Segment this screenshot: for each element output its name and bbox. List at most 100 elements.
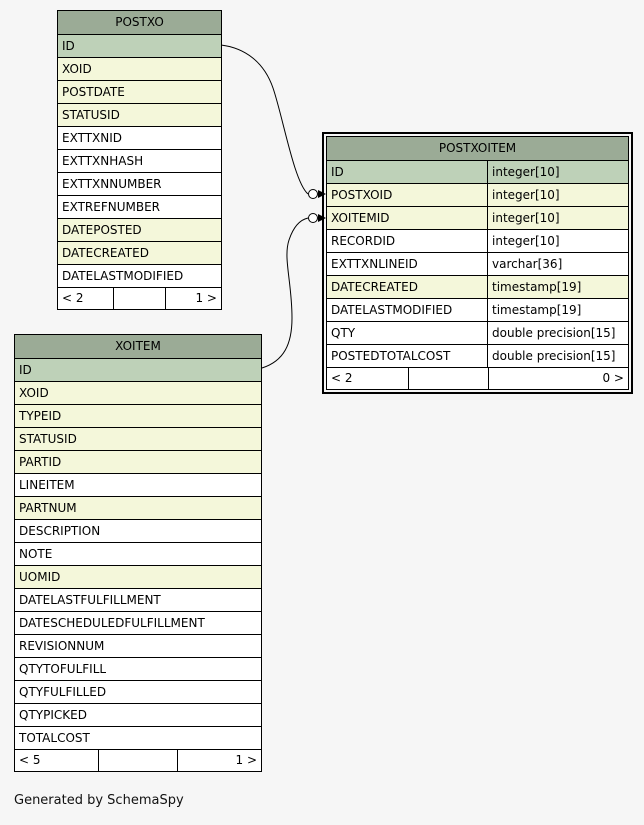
column-row-qtypicked: QTYPICKED (15, 704, 261, 727)
column-row-xoid: XOID (15, 382, 261, 405)
column-name: ID (19, 363, 32, 377)
column-row-xoid: XOID (58, 58, 221, 81)
column-name: DATESCHEDULEDFULFILLMENT (19, 616, 205, 630)
table-title-postxo[interactable]: POSTXO (58, 11, 221, 35)
table-footer-postxoitem: < 2 0 > (327, 368, 628, 389)
table-columns-xoitem: ID XOID TYPEID STATUSID PARTID LINEITEM PARTNU… (15, 359, 261, 750)
column-type: integer[10] (487, 207, 628, 229)
column-name: PARTNUM (19, 501, 77, 515)
column-name: EXTTXNID (62, 131, 123, 145)
column-type: timestamp[19] (487, 276, 628, 298)
footer-parent-count: < 2 (327, 368, 409, 389)
footer-child-count: 1 > (235, 753, 258, 767)
generated-by-note: Generated by SchemaSpy (14, 793, 184, 808)
column-name: DATECREATED (62, 246, 149, 260)
table-postxo[interactable]: POSTXO ID XOID POSTDATE STATUSID EXTTXNID EXT… (57, 10, 222, 310)
column-name: QTYTOFULFILL (19, 662, 107, 676)
column-name: ID (331, 165, 344, 179)
column-name: NOTE (19, 547, 53, 561)
table-title-xoitem[interactable]: XOITEM (15, 335, 261, 359)
column-row-totalcost: TOTALCOST (15, 727, 261, 750)
column-type: double precision[15] (487, 322, 628, 344)
column-row-datelastmodified: DATELASTMODIFIED (58, 265, 221, 288)
column-type: integer[10] (487, 184, 628, 206)
column-row-extrefnumber: EXTREFNUMBER (58, 196, 221, 219)
column-name: STATUSID (62, 108, 120, 122)
edge-circle-glyph (308, 189, 318, 199)
column-name: EXTTXNNUMBER (62, 177, 162, 191)
footer-child-count: 1 > (195, 291, 217, 305)
column-name: XOID (19, 386, 49, 400)
column-row-datelastfulfillment: DATELASTFULFILLMENT (15, 589, 261, 612)
table-title-postxoitem[interactable]: POSTXOITEM (327, 137, 628, 161)
column-row-statusid: STATUSID (15, 428, 261, 451)
column-name: POSTEDTOTALCOST (331, 349, 451, 363)
column-name: PARTID (19, 455, 62, 469)
column-row-postedtotalcost: POSTEDTOTALCOST double precision[15] (327, 345, 628, 368)
column-row-id: ID (15, 359, 261, 382)
column-row-typeid: TYPEID (15, 405, 261, 428)
column-name: XOITEMID (331, 211, 390, 225)
column-row-exttxnid: EXTTXNID (58, 127, 221, 150)
table-xoitem[interactable]: XOITEM ID XOID TYPEID STATUSID PARTID LINEITE… (14, 334, 262, 772)
column-name: LINEITEM (19, 478, 75, 492)
column-row-postdate: POSTDATE (58, 81, 221, 104)
column-row-partid: PARTID (15, 451, 261, 474)
column-name: RECORDID (331, 234, 396, 248)
column-row-datescheduledfulfillment: DATESCHEDULEDFULFILLMENT (15, 612, 261, 635)
footer-spacer (114, 288, 166, 309)
column-row-datelastmodified: DATELASTMODIFIED timestamp[19] (327, 299, 628, 322)
column-row-note: NOTE (15, 543, 261, 566)
column-name: ID (62, 39, 75, 53)
column-type: integer[10] (487, 161, 628, 183)
column-name: QTY (331, 326, 356, 340)
column-name: QTYFULFILLED (19, 685, 107, 699)
column-row-qtyfulfilled: QTYFULFILLED (15, 681, 261, 704)
column-row-exttxnhash: EXTTXNHASH (58, 150, 221, 173)
edge-xoitem-postxoitem (261, 213, 326, 369)
table-columns-postxo: ID XOID POSTDATE STATUSID EXTTXNID EXTTXNHASH… (58, 35, 221, 288)
column-row-dateposted: DATEPOSTED (58, 219, 221, 242)
column-row-partnum: PARTNUM (15, 497, 261, 520)
table-postxoitem[interactable]: POSTXOITEM ID integer[10] POSTXOID integer[… (322, 132, 633, 394)
column-name: REVISIONNUM (19, 639, 105, 653)
column-name: DATEPOSTED (62, 223, 142, 237)
footer-child-count: 0 > (602, 371, 624, 385)
table-footer-postxo: < 2 1 > (58, 288, 221, 309)
column-type: integer[10] (487, 230, 628, 252)
column-type: varchar[36] (487, 253, 628, 275)
column-type: timestamp[19] (487, 299, 628, 321)
column-row-id: ID integer[10] (327, 161, 628, 184)
column-name: DATELASTMODIFIED (62, 269, 184, 283)
column-name: QTYPICKED (19, 708, 87, 722)
footer-parent-count: < 2 (58, 288, 114, 309)
column-row-postxoid: POSTXOID integer[10] (327, 184, 628, 207)
column-row-id: ID (58, 35, 221, 58)
edge-circle-glyph (308, 213, 318, 223)
column-row-datecreated: DATECREATED timestamp[19] (327, 276, 628, 299)
column-name: UOMID (19, 570, 61, 584)
column-name: POSTDATE (62, 85, 125, 99)
edge-arrowhead-glyph (318, 214, 326, 222)
edge-arrowhead-glyph (318, 190, 326, 198)
column-row-exttxnnumber: EXTTXNNUMBER (58, 173, 221, 196)
column-name: DATELASTMODIFIED (331, 303, 453, 317)
column-row-datecreated: DATECREATED (58, 242, 221, 265)
column-type: double precision[15] (487, 345, 628, 367)
column-name: DATELASTFULFILLMENT (19, 593, 161, 607)
column-name: TOTALCOST (19, 731, 90, 745)
table-footer-xoitem: < 5 1 > (15, 750, 261, 771)
column-name: XOID (62, 62, 92, 76)
column-name: DATECREATED (331, 280, 418, 294)
column-name: DESCRIPTION (19, 524, 101, 538)
column-row-description: DESCRIPTION (15, 520, 261, 543)
table-columns-postxoitem: ID integer[10] POSTXOID integer[10] XOITEMID… (327, 161, 628, 368)
footer-parent-count: < 5 (15, 750, 99, 771)
column-row-lineitem: LINEITEM (15, 474, 261, 497)
column-name: POSTXOID (331, 188, 393, 202)
footer-spacer (99, 750, 179, 771)
column-name: STATUSID (19, 432, 77, 446)
column-row-statusid: STATUSID (58, 104, 221, 127)
